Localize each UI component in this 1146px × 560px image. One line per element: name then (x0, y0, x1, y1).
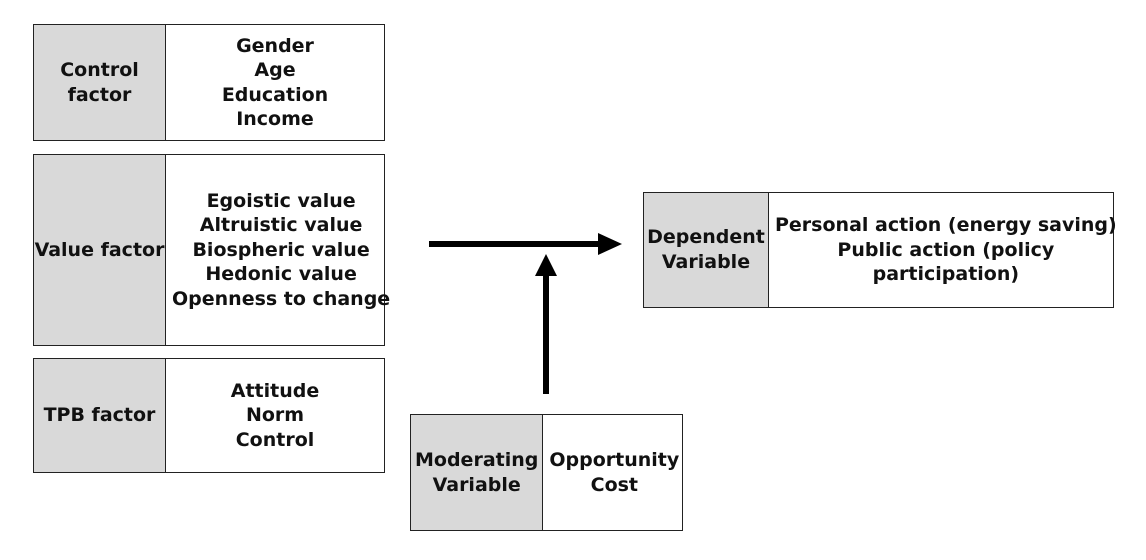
control-factor-items: Gender Age Education Income (166, 25, 384, 140)
main-effect-arrow-head (598, 233, 622, 255)
tpb-factor-items: Attitude Norm Control (166, 359, 384, 472)
tpb-factor-label-line: TPB factor (43, 404, 156, 426)
dependent-variable-box: Dependent Variable Personal action (ener… (643, 192, 1117, 308)
dependent-variable-item: Personal action (energy saving) (775, 214, 1117, 237)
moderation-arrow-head (535, 254, 557, 276)
value-factor-label-line: Value factor (34, 238, 165, 261)
moderating-variable-item: Opportunity (549, 449, 680, 471)
dependent-variable-label: Dependent Variable (644, 193, 769, 307)
tpb-factor-box: TPB factor Attitude Norm Control (33, 358, 385, 473)
tpb-factor-label: TPB factor (34, 359, 166, 472)
moderating-variable-label-line: Variable (432, 473, 521, 496)
control-factor-item: Age (254, 59, 296, 81)
control-factor-box: Control factor Gender Age Education Inco… (33, 24, 385, 141)
value-factor-items: Egoistic value Altruistic value Biospher… (166, 155, 396, 345)
value-factor-item: Egoistic value (206, 189, 356, 212)
value-factor-box: Value factor Egoistic value Altruistic v… (33, 154, 390, 346)
dependent-variable-item: Public action (policy (837, 238, 1055, 261)
dependent-variable-items: Personal action (energy saving) Public a… (769, 193, 1123, 307)
control-factor-item: Income (236, 108, 314, 130)
main-effect-arrow (429, 233, 622, 255)
tpb-factor-item: Attitude (230, 379, 320, 402)
value-factor-label: Value factor (34, 155, 166, 345)
control-factor-label-line: Control (60, 58, 139, 81)
dependent-variable-label-line: Dependent (647, 226, 765, 248)
control-factor-item: Education (221, 83, 329, 106)
dependent-variable-item: participation) (872, 263, 1020, 286)
control-factor-label: Control factor (34, 25, 166, 140)
moderating-variable-label: Moderating Variable (411, 415, 544, 530)
value-factor-item: Openness to change (172, 287, 391, 310)
value-factor-item: Biospheric value (192, 238, 370, 261)
moderating-variable-item: Cost (590, 473, 639, 496)
control-factor-item: Gender (236, 34, 314, 57)
dependent-variable-label-line: Variable (661, 251, 751, 273)
moderating-variable-items: Opportunity Cost (543, 415, 685, 530)
moderating-variable-box: Moderating Variable Opportunity Cost (410, 414, 683, 531)
value-factor-item: Altruistic value (199, 214, 363, 237)
moderating-variable-label-line: Moderating (415, 448, 539, 471)
moderation-arrow (535, 254, 557, 394)
tpb-factor-item: Norm (245, 404, 305, 427)
control-factor-label-line: factor (67, 83, 132, 106)
tpb-factor-item: Control (235, 428, 315, 451)
value-factor-item: Hedonic value (205, 263, 357, 286)
